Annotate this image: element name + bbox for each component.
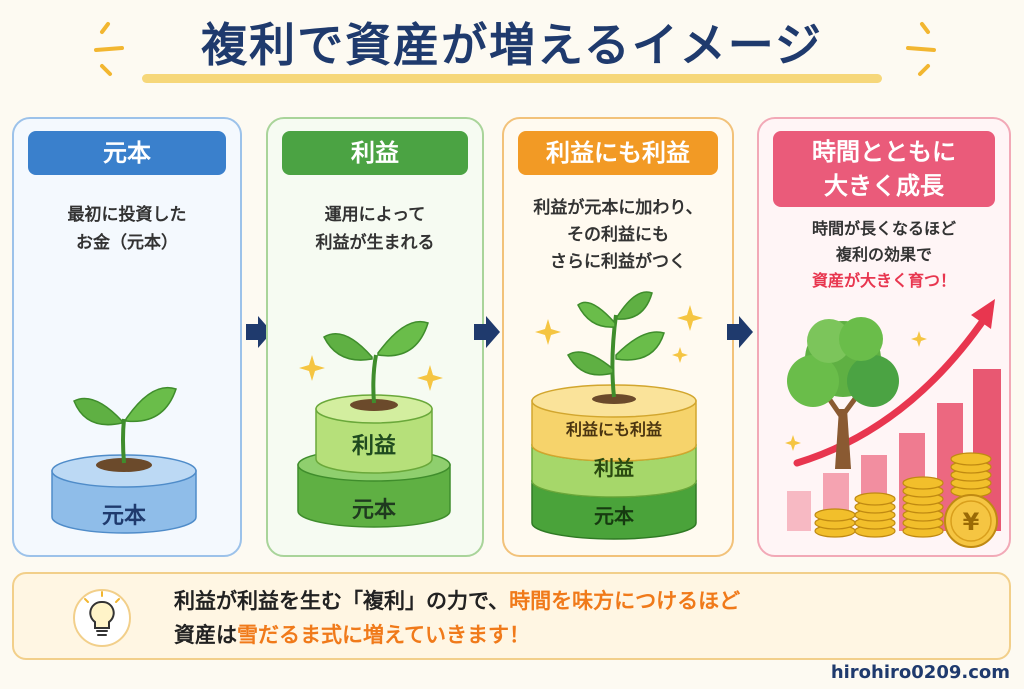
title-area: 複利で資産が増えるイメージ [0,14,1024,94]
panel-description: 時間が長くなるほど 複利の効果で 資産が大きく育つ！ [767,216,1001,294]
panel-description: 利益が元本に加わり、 その利益にも さらに利益がつく [533,198,703,272]
summary-box: 利益が利益を生む「複利」の力で、時間を味方につけるほど 資産は雪だるま式に増えて… [12,572,1011,660]
layer-label: 元本 [594,504,634,528]
panel-profit: 利益 運用によって 利益が生まれる 利益 元本 [266,117,484,557]
arrow-right-icon [727,316,753,348]
site-url: hirohiro0209.com [830,662,1010,683]
page-title: 複利で資産が増えるイメージ [201,18,823,72]
layer-label: 利益 [594,456,634,480]
title-underline [142,74,882,83]
yen-symbol: ¥ [963,508,980,536]
panel-heading: 元本 [28,131,226,175]
sparkle-left-icon [94,22,124,76]
panel-description: 運用によって 利益が生まれる [315,205,435,253]
panel-heading: 利益にも利益 [518,131,718,175]
panel-compound-profit: 利益にも利益 利益が元本に加わり、 その利益にも さらに利益がつく 利益にも利益… [502,117,734,557]
sprout-on-disc-icon [51,386,197,534]
panel-growth-over-time: 時間とともに 大きく成長 時間が長くなるほど 複利の効果で 資産が大きく育つ！ [757,117,1011,557]
panel-heading: 時間とともに 大きく成長 [773,131,995,207]
plant-on-three-layer-stack-icon: 利益にも利益 利益 元本 [531,291,703,540]
panel-principal: 元本 最初に投資した お金（元本） 元本 [12,117,242,557]
highlight-text: 雪だるま式に増えていきます！ [237,623,530,647]
highlight-text: 時間を味方につけるほど [509,589,741,613]
summary-text: 利益が利益を生む「複利」の力で、時間を味方につけるほど 資産は雪だるま式に増えて… [174,589,741,647]
layer-label: 元本 [102,504,146,529]
sprout-on-stack-icon: 利益 元本 [297,320,451,528]
arrow-right-icon [246,316,272,348]
highlight-text: 資産が大きく育つ！ [811,271,956,290]
lightbulb-icon [73,589,131,647]
tree-with-coins-and-growth-chart-icon: ¥ [785,299,1001,548]
layer-label: 利益 [352,433,396,459]
panel-description: 最初に投資した お金（元本） [67,205,187,253]
sparkle-right-icon [906,22,936,76]
panel-heading: 利益 [282,131,468,175]
arrow-right-icon [474,316,500,348]
layer-label: 利益にも利益 [566,420,662,439]
layer-label: 元本 [352,498,396,523]
